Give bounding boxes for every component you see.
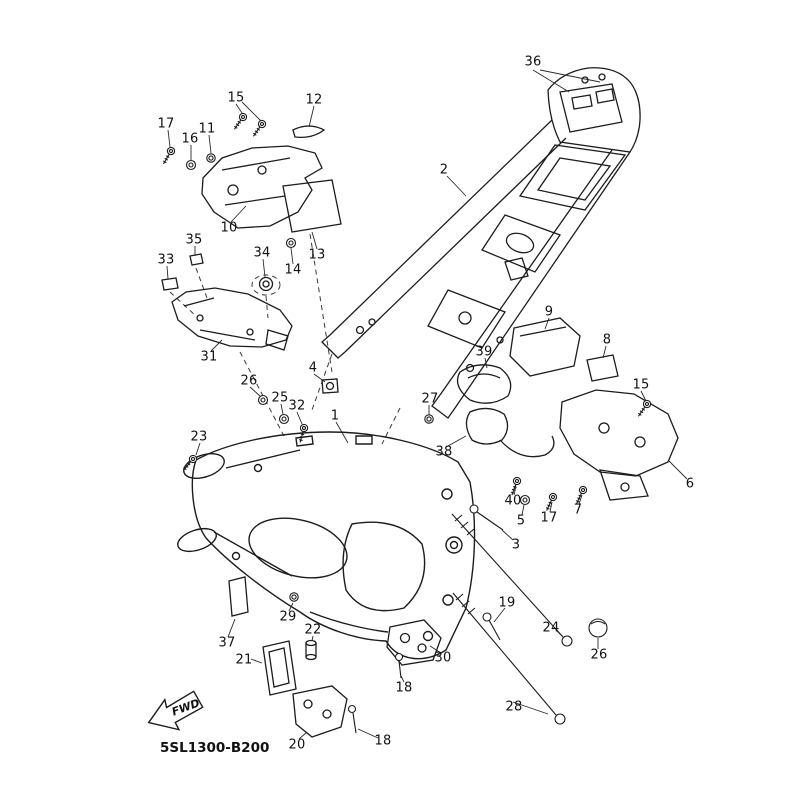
part-label-19: 19 — [498, 595, 516, 611]
part-label-7: 7 — [573, 502, 583, 518]
part-label-10: 10 — [220, 220, 238, 236]
part-label-15: 15 — [632, 377, 650, 393]
part-label-38: 38 — [435, 444, 453, 460]
part-label-23: 23 — [190, 429, 208, 445]
part-label-3: 3 — [511, 537, 521, 553]
part-label-20: 20 — [288, 737, 306, 753]
fasteners — [159, 111, 653, 734]
part-label-22: 22 — [304, 622, 322, 638]
side-cover-parts — [456, 317, 679, 501]
part-label-14: 14 — [284, 262, 302, 278]
part-label-35: 35 — [185, 232, 203, 248]
part-label-17: 17 — [540, 510, 558, 526]
part-label-4: 4 — [308, 360, 318, 376]
part-label-34: 34 — [253, 245, 271, 261]
part-label-30: 30 — [434, 650, 452, 666]
part-label-36: 36 — [524, 54, 542, 70]
part-label-24: 24 — [542, 620, 560, 636]
part-label-11: 11 — [198, 121, 216, 137]
part-label-5: 5 — [516, 513, 526, 529]
part-label-15: 15 — [227, 90, 245, 106]
main-frame — [177, 431, 476, 660]
part-label-33: 33 — [157, 252, 175, 268]
part-label-18: 18 — [374, 733, 392, 749]
part-label-26: 26 — [240, 373, 258, 389]
part-label-16: 16 — [181, 131, 199, 147]
bottom-brackets — [228, 378, 442, 738]
part-label-17: 17 — [157, 116, 175, 132]
heat-shield — [161, 253, 293, 351]
diagram-code: 5SL1300-B200 — [160, 740, 270, 756]
part-label-29: 29 — [279, 609, 297, 625]
part-label-32: 32 — [288, 398, 306, 414]
front-stay-assembly — [201, 125, 342, 233]
part-label-31: 31 — [200, 349, 218, 365]
part-label-21: 21 — [235, 652, 253, 668]
part-label-28: 28 — [505, 699, 523, 715]
part-label-18: 18 — [395, 680, 413, 696]
part-label-25: 25 — [271, 390, 289, 406]
part-label-9: 9 — [544, 304, 554, 320]
part-label-6: 6 — [685, 476, 695, 492]
rear-subframe — [321, 67, 641, 419]
part-label-13: 13 — [308, 247, 326, 263]
part-label-39: 39 — [475, 344, 493, 360]
part-label-40: 40 — [504, 493, 522, 509]
part-label-1: 1 — [330, 408, 340, 424]
part-label-8: 8 — [602, 332, 612, 348]
part-label-26: 26 — [590, 647, 608, 663]
part-label-27: 27 — [421, 391, 439, 407]
part-label-37: 37 — [218, 635, 236, 651]
fwd-arrow: FWD — [147, 690, 204, 731]
part-label-2: 2 — [439, 162, 449, 178]
leader-lines — [166, 69, 688, 740]
part-label-12: 12 — [305, 92, 323, 108]
